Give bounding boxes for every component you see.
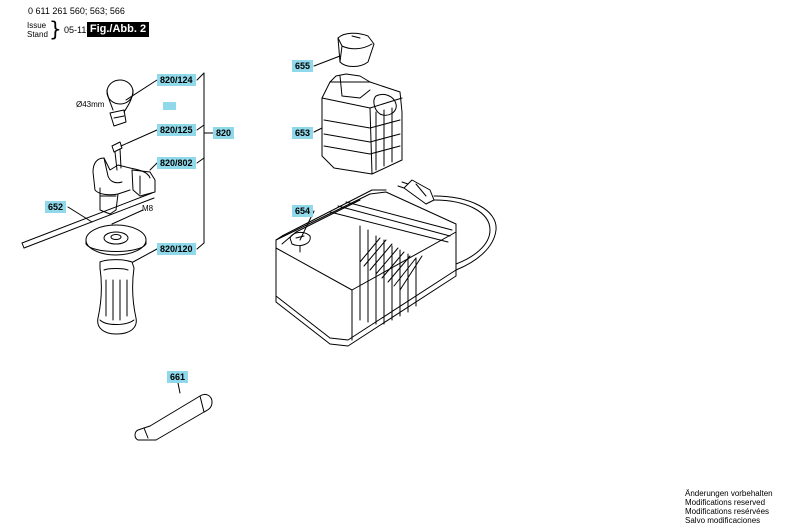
label-653: 653: [292, 127, 314, 139]
notice-line-en: Modifications reserved: [685, 498, 766, 507]
issue-label: Issue: [27, 21, 47, 30]
label-655: 655: [292, 60, 314, 72]
bolt-drawing: [111, 141, 123, 171]
label-820-120: 820/120: [157, 243, 196, 255]
label-654: 654: [292, 205, 314, 217]
label-652: 652: [45, 201, 67, 213]
leader-lines: [67, 55, 341, 394]
label-820-802: 820/802: [157, 157, 196, 169]
handle-drawing: [85, 224, 147, 335]
notice-line-de: Änderungen vorbehalten: [685, 489, 773, 498]
label-820-124: 820/124: [157, 74, 196, 86]
label-820: 820: [213, 127, 235, 139]
battery-pack-drawing: [321, 73, 403, 175]
thread-note: M8: [142, 204, 154, 213]
label-661: 661: [167, 371, 189, 383]
brace-icon: }: [49, 17, 62, 41]
power-cable-drawing: [397, 179, 497, 271]
issue-stand-labels: Issue Stand: [27, 21, 48, 39]
modifications-notice: Änderungen vorbehalten Modifications res…: [685, 489, 773, 525]
grease-tube-drawing: [134, 393, 213, 441]
label-820-125: 820/125: [157, 124, 196, 136]
figure-label: Fig./Abb. 2: [87, 22, 149, 37]
issue-date: 05-11-25: [64, 25, 100, 35]
depth-stop-rod-drawing: [21, 192, 155, 249]
diameter-note: Ø43mm: [76, 100, 105, 109]
clamp-body-drawing: [92, 157, 156, 215]
part-numbers: 0 611 261 560; 563; 566: [28, 6, 125, 16]
clamp-ring-drawing: [106, 79, 134, 127]
battery-cap-drawing: [337, 32, 375, 67]
notice-line-fr: Modifications resérvées: [685, 507, 770, 516]
stand-label: Stand: [27, 30, 48, 39]
notice-line-es: Salvo modificaciones: [685, 516, 761, 525]
color-swatch: [163, 102, 176, 110]
